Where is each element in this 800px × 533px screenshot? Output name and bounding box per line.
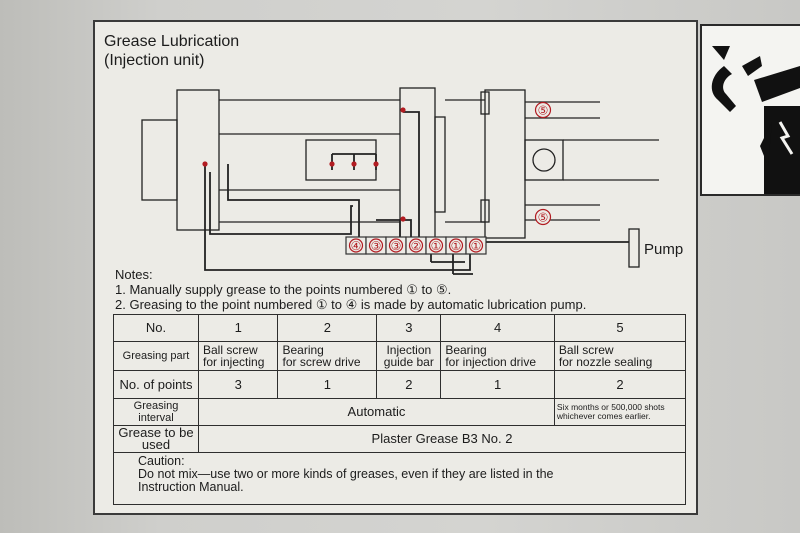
cell-line: for nozzle sealing [558, 355, 653, 369]
cell-line: whichever comes earlier. [556, 411, 651, 421]
table-row: No. of points 3 1 2 1 2 [113, 370, 687, 399]
point-callout-5-top: ⑤ [534, 101, 552, 119]
cell-line: guide bar [383, 355, 434, 369]
title-line-2: (Injection unit) [104, 52, 205, 69]
table-cell: 1 [440, 370, 555, 399]
point-badge-4: ④ [345, 236, 367, 255]
cell-line: Bearing [282, 343, 324, 357]
hand-crush-icon [711, 46, 800, 194]
cell-line: Ball screw [203, 343, 258, 357]
point-badge-1a: ① [425, 236, 447, 255]
table-cell: Greasing part [113, 341, 199, 371]
callout-label: ⑤ [538, 211, 549, 225]
end-cap-shape [141, 119, 178, 201]
instruction-plate: Grease Lubrication (Injection unit) [93, 20, 698, 515]
table-cell: 3 [197, 370, 279, 399]
point-badge-3a: ③ [365, 236, 387, 255]
plate-title: Grease Lubrication (Injection unit) [104, 32, 239, 70]
table-cell: Plaster Grease B3 No. 2 [198, 425, 686, 453]
table-cell: 1 [277, 370, 378, 399]
cell-line: Six months or 500,000 shots [556, 402, 665, 412]
cell-line: for screw drive [282, 355, 361, 369]
point-badge-1b: ① [445, 236, 467, 255]
rear-plate-shape [176, 89, 220, 231]
pump-label: Pump [644, 241, 684, 258]
table-cell: 2 [553, 370, 687, 399]
title-line-1: Grease Lubrication [104, 33, 240, 50]
point-badge-3b: ③ [385, 236, 407, 255]
callout-label: ⑤ [538, 104, 549, 118]
point-badge-label: ② [411, 239, 422, 253]
table-cell: No. [113, 314, 199, 342]
table-row: Greasing interval Automatic Six months o… [113, 398, 687, 426]
table-row: No. 1 2 3 4 5 [113, 314, 687, 342]
point-badge-label: ③ [391, 239, 402, 253]
caution-line-1: Do not mix—use two or more kinds of grea… [138, 467, 554, 481]
pump-shape [628, 228, 640, 268]
point-badge-label: ④ [351, 239, 362, 253]
cell-line: Injection [386, 343, 432, 357]
caution-line-2: Instruction Manual. [138, 480, 244, 494]
table-cell: 4 [440, 314, 555, 342]
point-badge-label: ③ [371, 239, 382, 253]
hand-hazard-sign [700, 24, 800, 196]
cell-line: for injection drive [445, 355, 537, 369]
table-cell: No. of points [113, 370, 199, 399]
point-badge-label: ① [451, 239, 462, 253]
note-2: 2. Greasing to the point numbered ① to ④… [115, 297, 587, 312]
injection-unit-diagram: ④ ③ ③ ② [141, 87, 659, 275]
point-badge-1c: ① [465, 236, 487, 255]
point-badge-label: ① [431, 239, 442, 253]
table-cell: Greasing interval [113, 398, 199, 426]
cell-line: Ball screw [558, 343, 614, 357]
point-badge-label: ① [471, 239, 482, 253]
table-cell: Grease to be used [113, 425, 199, 453]
note-1: 1. Manually supply grease to the points … [115, 282, 452, 297]
table-cell: 2 [277, 314, 378, 342]
cell-line: Bearing [445, 343, 487, 357]
table-cell: 5 [553, 314, 687, 342]
caution-heading: Caution: [138, 454, 185, 468]
notes-block: Notes: 1. Manually supply grease to the … [115, 267, 586, 312]
front-plate-shape [484, 89, 526, 239]
table-cell: Automatic [198, 398, 555, 426]
cell-line: for injecting [203, 355, 265, 369]
point-callout-5-bottom: ⑤ [534, 208, 552, 226]
table-cell: 3 [376, 314, 442, 342]
table-cell: 1 [197, 314, 279, 342]
point-badge-2: ② [405, 236, 427, 255]
table-cell: 2 [376, 370, 442, 399]
caution-box: Caution: Do not mix—use two or more kind… [113, 450, 686, 505]
table-row: Grease to be used Plaster Grease B3 No. … [113, 425, 686, 453]
center-block-shape [305, 139, 377, 181]
notes-heading: Notes: [115, 267, 153, 282]
